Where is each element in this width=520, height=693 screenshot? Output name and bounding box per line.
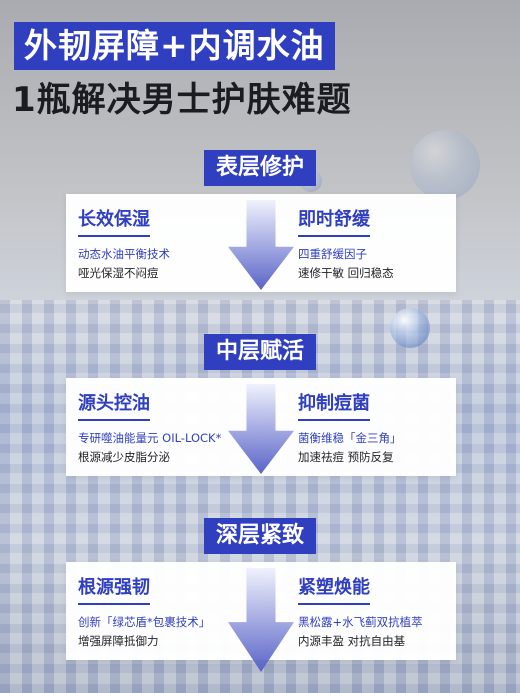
feature-title: 根源强韧 <box>78 576 150 605</box>
layer-title-middle: 中层赋活 <box>203 334 317 370</box>
layer-card-surface: 长效保湿 动态水油平衡技术 哑光保湿不闷痘 即时舒缓 四重舒缓因子 速修干敏 回… <box>66 194 456 292</box>
feature-benefit: 根源减少皮脂分泌 <box>78 450 170 464</box>
feature-benefit: 加速祛痘 预防反复 <box>298 450 394 464</box>
layer-title-surface: 表层修护 <box>203 150 317 186</box>
water-droplet-large <box>410 130 480 200</box>
feature-tech: 动态水油平衡技术 <box>78 247 170 261</box>
feature-benefit: 内源丰盈 对抗自由基 <box>298 634 406 648</box>
feature-tech: 菌衡维稳「金三角」 <box>298 431 402 445</box>
feature-title: 紧塑焕能 <box>298 576 370 605</box>
feature-title: 源头控油 <box>78 392 150 421</box>
layer-card-middle: 源头控油 专研噬油能量元 OIL-LOCK* 根源减少皮脂分泌 抑制痘菌 菌衡维… <box>66 378 456 476</box>
feature-tech: 黑松露+水飞蓟双抗植萃 <box>298 615 423 629</box>
feature-benefit: 哑光保湿不闷痘 <box>78 266 159 280</box>
feature-tech: 创新「绿芯盾*包裹技术」 <box>78 615 211 629</box>
feature-title: 抑制痘菌 <box>298 392 370 421</box>
feature-benefit: 速修干敏 回归稳态 <box>298 266 394 280</box>
down-arrow-icon <box>228 200 294 290</box>
headline-banner: 外韧屏障+内调水油 <box>14 22 335 70</box>
feature-title: 即时舒缓 <box>298 208 370 237</box>
feature-benefit: 增强屏障抵御力 <box>78 634 159 648</box>
feature-tech: 四重舒缓因子 <box>298 247 367 261</box>
headline-subtitle: 1瓶解决男士护肤难题 <box>12 80 352 120</box>
water-droplet-medium <box>390 308 430 348</box>
layer-card-deep: 根源强韧 创新「绿芯盾*包裹技术」 增强屏障抵御力 紧塑焕能 黑松露+水飞蓟双抗… <box>66 562 456 672</box>
feature-tech: 专研噬油能量元 OIL-LOCK* <box>78 431 222 445</box>
down-arrow-icon <box>228 568 294 672</box>
layer-title-deep: 深层紧致 <box>203 518 317 554</box>
down-arrow-icon <box>228 384 294 474</box>
feature-title: 长效保湿 <box>78 208 150 237</box>
